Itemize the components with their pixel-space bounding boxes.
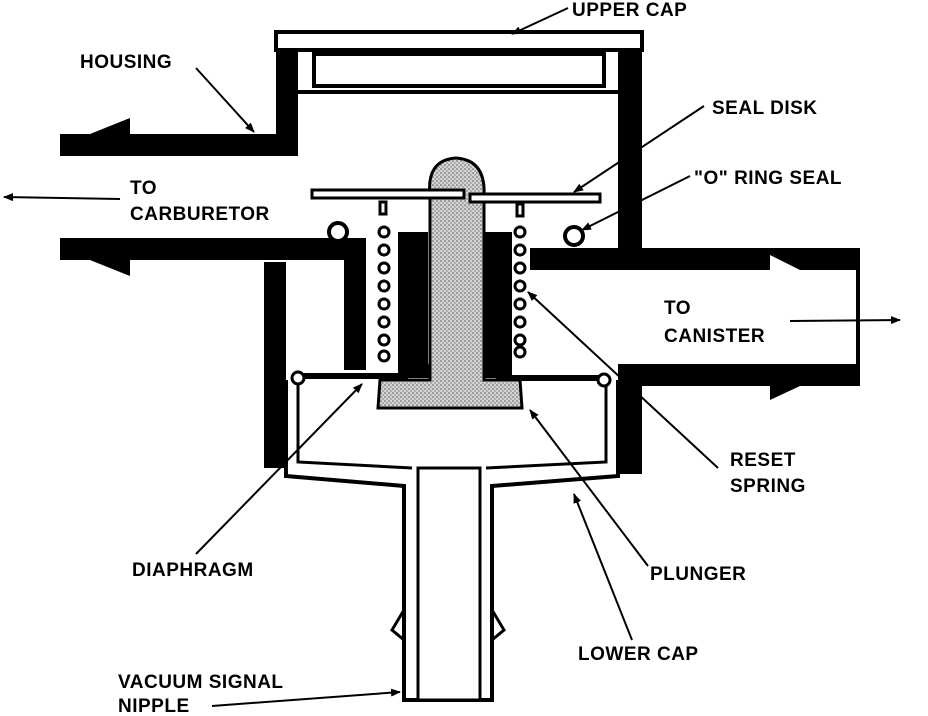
label-reset-spring-line1: RESET <box>730 450 796 471</box>
housing <box>60 50 860 474</box>
upper-cap-leader <box>511 7 569 35</box>
label-vacuum-signal-line1: VACUUM SIGNAL <box>118 672 284 693</box>
upper-cap <box>274 30 644 94</box>
label-diaphragm: DIAPHRAGM <box>132 560 254 581</box>
plunger <box>376 156 524 410</box>
o-ring-leader <box>581 175 691 231</box>
label-to-canister-line1: TO <box>664 298 691 319</box>
label-to-carburetor-line2: CARBURETOR <box>130 204 270 225</box>
reset-spring-right <box>513 202 527 359</box>
plunger-leader <box>529 409 649 567</box>
o-ring-seal <box>327 221 585 247</box>
label-upper-cap: UPPER CAP <box>572 0 687 21</box>
lower-cap <box>284 380 620 702</box>
leader-lines <box>195 7 719 707</box>
seal-disk-leader <box>573 105 705 193</box>
label-o-ring-seal: "O" RING SEAL <box>694 168 842 189</box>
label-plunger: PLUNGER <box>650 564 746 585</box>
label-reset-spring-line2: SPRING <box>730 476 806 497</box>
to-carburetor-arrow <box>3 193 121 202</box>
label-to-carburetor-line1: TO <box>130 178 157 199</box>
label-seal-disk: SEAL DISK <box>712 98 818 119</box>
diaphragm-leader <box>195 383 363 555</box>
label-housing: HOUSING <box>80 52 172 73</box>
reset-spring-leader <box>527 291 719 469</box>
seal-disk <box>310 188 602 204</box>
lower-cap-leader <box>573 493 633 641</box>
label-vacuum-signal-line2: NIPPLE <box>118 696 190 716</box>
housing-leader <box>195 67 255 133</box>
label-lower-cap: LOWER CAP <box>578 644 699 665</box>
vacuum-nipple-leader <box>211 688 401 707</box>
to-canister-arrow <box>789 316 901 325</box>
diaphragm <box>290 370 612 388</box>
reset-spring-left <box>377 200 391 363</box>
label-to-canister-line2: CANISTER <box>664 326 765 347</box>
